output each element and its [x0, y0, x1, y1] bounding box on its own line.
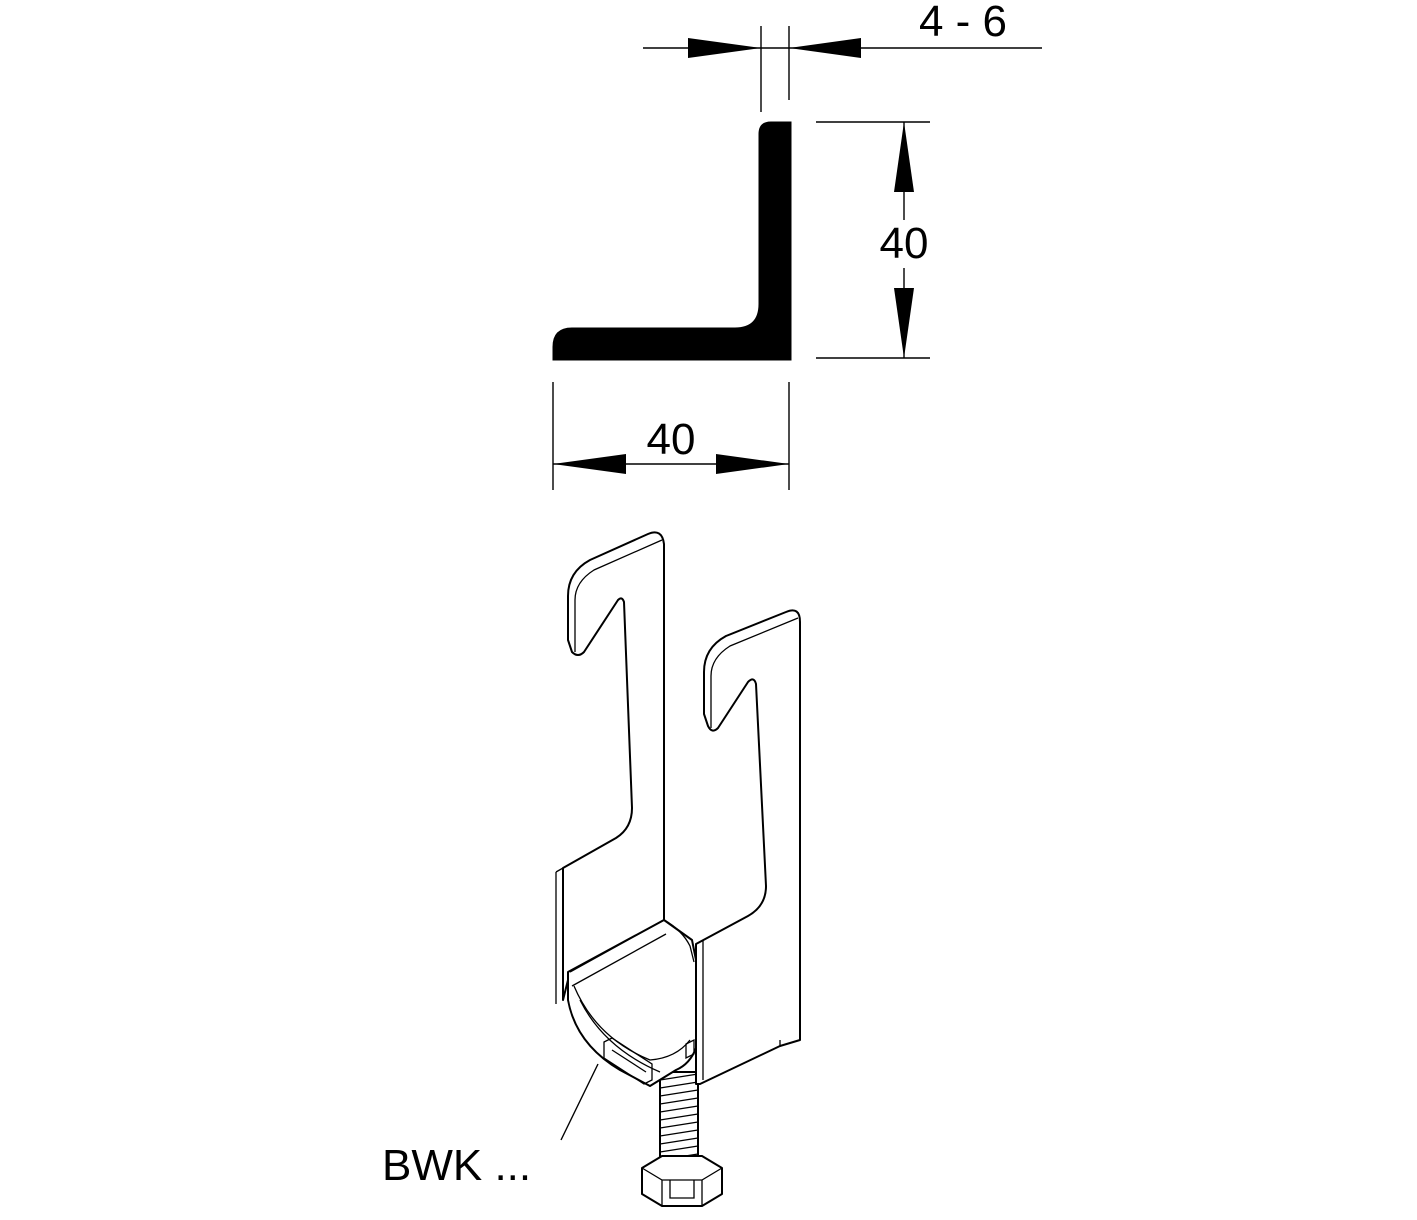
part-label: BWK ...: [382, 1141, 531, 1190]
saddle-block: [567, 919, 697, 1087]
cable-clamp: [555, 531, 801, 1207]
arrow-head: [789, 38, 861, 58]
right-hook-plate: [695, 609, 801, 1085]
arrow-head: [553, 454, 626, 474]
screw: [641, 1071, 723, 1207]
thickness-label: 4 - 6: [919, 0, 1007, 46]
height-dimension: 40: [816, 121, 930, 359]
left-hook-plate: [562, 531, 665, 1001]
angle-profile: [552, 121, 792, 361]
arrow-head: [716, 454, 789, 474]
width-dimension: 40: [552, 382, 790, 490]
thickness-dimension: 4 - 6: [643, 0, 1042, 112]
width-label: 40: [647, 415, 696, 464]
arrow-head: [894, 288, 914, 358]
height-label: 40: [880, 219, 929, 268]
leader-line: [560, 1063, 599, 1141]
arrow-head: [894, 122, 914, 192]
arrow-head: [688, 38, 761, 58]
part-label-group: BWK ...: [382, 1063, 599, 1190]
